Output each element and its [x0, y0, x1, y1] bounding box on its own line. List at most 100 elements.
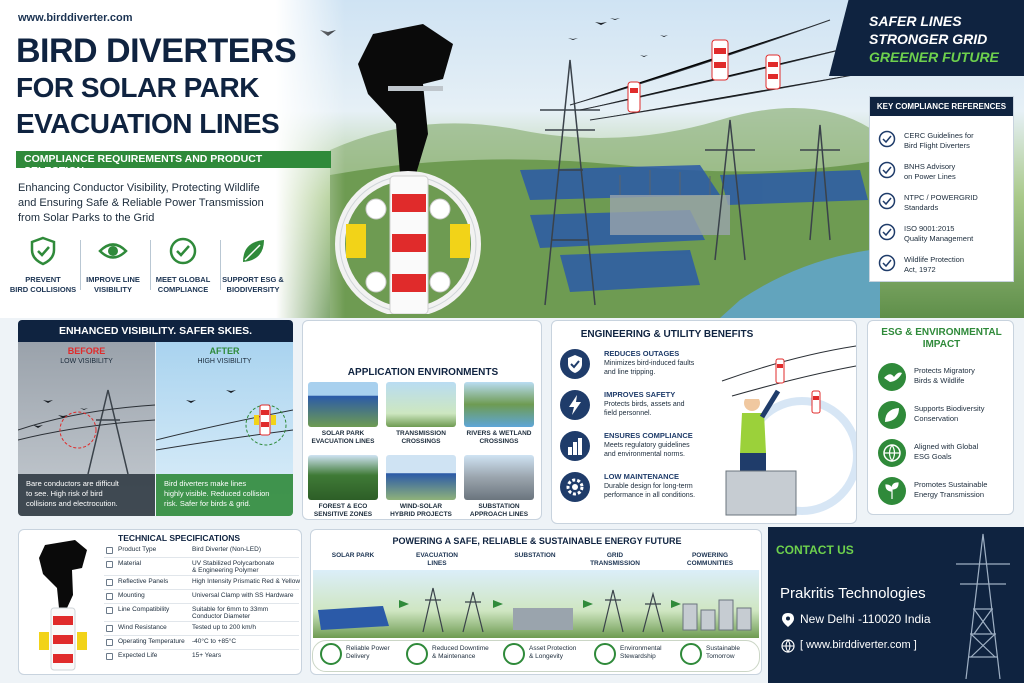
feature-improve-visibility: IMPROVE LINE VISIBILITY — [78, 236, 148, 295]
esg-title: IMPACT — [922, 339, 961, 350]
spec-key: Wind Resistance — [118, 624, 167, 631]
sprout-icon — [878, 477, 906, 505]
leaf-icon — [594, 643, 616, 665]
benefit-line: Asset Protection — [529, 645, 577, 652]
company-name: Prakritis Technologies — [780, 585, 926, 602]
stage-line: EVACUATION — [415, 552, 458, 559]
specs-title: TECHNICAL SPECIFICATIONS — [118, 533, 240, 543]
compliance-line: Quality Management — [904, 234, 974, 243]
tag-icon — [106, 547, 113, 554]
esg-title: ESG & ENVIRONMENTAL — [881, 327, 1002, 338]
before-label: BEFORE — [67, 346, 106, 356]
tile-label: CROSSINGS — [479, 438, 519, 445]
spec-value: Universal Clamp with SS Hardware — [192, 592, 294, 599]
spec-row: Mounting Universal Clamp with SS Hardware — [104, 591, 299, 604]
eng-item-desc: Durable design for long-term performance … — [604, 482, 744, 500]
subtitle-bar: COMPLIANCE REQUIREMENTS AND PRODUCT SELE… — [16, 151, 331, 177]
product-side-image — [39, 540, 87, 671]
clamp-icon — [106, 593, 113, 600]
divider — [80, 240, 81, 290]
spec-value: & Engineering Polymer — [192, 567, 259, 574]
desc-line: performance in all conditions. — [604, 492, 696, 499]
gear-icon — [406, 643, 428, 665]
eye-icon — [98, 243, 128, 259]
check-circle-icon — [878, 254, 896, 272]
before-caption: Bare conductors are difficult to see. Hi… — [18, 474, 155, 516]
contact-website[interactable]: [ www.birddiverter.com ] — [800, 639, 917, 651]
layers-icon — [106, 561, 113, 568]
compliance-line: BNHS Advisory — [904, 162, 956, 171]
tile-label: EVACUATION LINES — [311, 438, 375, 445]
feature-label: MEET GLOBAL — [155, 275, 211, 284]
esg-line: Protects Migratory — [914, 366, 975, 375]
esg-line: Birds & Wildlife — [914, 376, 965, 385]
shield-check-icon — [30, 236, 56, 266]
tile-label: TRANSMISSION — [396, 430, 446, 437]
desc-line: and line tripping. — [604, 369, 656, 376]
desc-line: Durable design for long-term — [604, 483, 693, 490]
compliance-line: on Power Lines — [904, 172, 956, 181]
after-sublabel: HIGH VISIBILITY — [197, 358, 252, 365]
location-pin-icon — [782, 613, 794, 627]
compliance-line: Standards — [904, 203, 939, 212]
contact-title: CONTACT US — [776, 543, 854, 557]
landscape-scene — [320, 18, 881, 318]
spec-key: Operating Temperature — [118, 638, 185, 645]
visibility-comparison-panel: ENHANCED VISIBILITY. SAFER SKIES. BEFORE… — [18, 320, 293, 516]
globe-icon — [781, 639, 795, 653]
eng-item-title: ENSURES COMPLIANCE — [604, 431, 693, 440]
website-url[interactable]: www.birddiverter.com — [18, 12, 133, 24]
esg-line: Conservation — [914, 414, 959, 423]
intro-line: from Solar Parks to the Grid — [18, 212, 155, 224]
reflector-icon — [106, 579, 113, 586]
check-circle-icon — [878, 192, 896, 210]
clock-icon — [106, 653, 113, 660]
shield-check-icon — [320, 643, 342, 665]
benefit-line: Stewardship — [620, 653, 656, 660]
eng-item-title: IMPROVES SAFETY — [604, 390, 676, 399]
spec-value: -40°C to +85°C — [192, 638, 237, 645]
check-circle-icon — [878, 130, 896, 148]
spec-value: Suitable for 6mm to 33mm — [192, 606, 269, 613]
esg-line: Aligned with Global — [914, 442, 979, 451]
applications-title: APPLICATION ENVIRONMENTS — [347, 367, 499, 378]
intro-text: Enhancing Conductor Visibility, Protecti… — [18, 181, 318, 226]
forest-image — [308, 455, 378, 500]
app-tile-forest: FOREST & ECO SENSITIVE ZONES — [308, 455, 378, 519]
spec-key: Mounting — [118, 592, 145, 599]
after-illustration — [156, 390, 293, 451]
contact-address: New Delhi -110020 India — [800, 612, 931, 626]
desc-line: Protects birds, assets and — [604, 401, 685, 408]
power-title: POWERING A SAFE, RELIABLE & SUSTAINABLE … — [392, 536, 682, 546]
benefit-item: Reduced Downtime& Maintenance — [406, 641, 496, 669]
esg-line: Energy Transmission — [914, 490, 985, 499]
tile-label: WIND-SOLAR — [399, 503, 443, 510]
spec-row: Line Compatibility Suitable for 6mm to 33… — [104, 605, 299, 622]
feature-label: BIRD COLLISIONS — [9, 285, 77, 294]
energy-flow-illustration — [313, 570, 759, 638]
shield-check-icon — [503, 643, 525, 665]
benefit-item: Asset Protection& Longevity — [503, 641, 591, 669]
eng-item-maintenance: LOW MAINTENANCE Durable design for long-… — [560, 472, 740, 514]
benefit-line: Environmental — [620, 645, 662, 652]
tagline-box: SAFER LINES STRONGER GRID GREENER FUTURE — [829, 0, 1024, 76]
spec-key: Line Compatibility — [118, 606, 170, 613]
stage-line: SUBSTATION — [514, 552, 556, 559]
leaf-icon — [680, 643, 702, 665]
feature-prevent-collisions: PREVENT BIRD COLLISIONS — [8, 236, 78, 295]
spec-key: Expected Life — [118, 652, 158, 659]
spec-value: Bird Diverter (Non-LED) — [192, 546, 261, 553]
leaf-icon — [243, 240, 264, 262]
title-line-1: BIRD DIVERTERS — [16, 32, 297, 70]
title-line-2: FOR SOLAR PARK — [16, 72, 259, 103]
substation-image — [464, 455, 534, 500]
